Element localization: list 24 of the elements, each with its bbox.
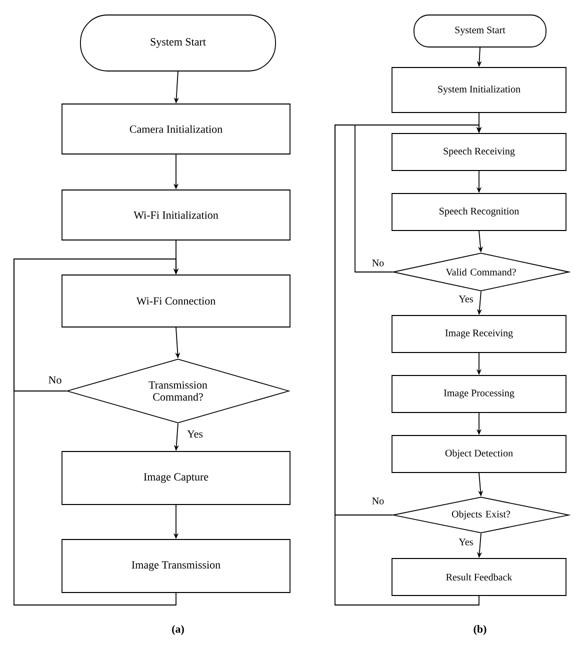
edge-label: No xyxy=(370,496,386,506)
process-box: Wi-Fi Initialization xyxy=(62,190,290,240)
edge-label: Yes xyxy=(186,429,204,439)
process-box: Speech Recognition xyxy=(392,193,566,231)
process-box: Result Feedback xyxy=(392,558,566,596)
edge-label: Yes xyxy=(458,294,474,304)
process-box: Object Detection xyxy=(392,435,566,473)
process-box: Image Capture xyxy=(62,451,290,505)
edge-label: No xyxy=(47,375,63,385)
process-box: Image Processing xyxy=(392,375,566,413)
edge-label: No xyxy=(370,258,386,268)
panel-label: (b) xyxy=(474,625,486,635)
terminal-box: System Start xyxy=(414,14,546,48)
panel-label: (a) xyxy=(172,625,184,635)
process-box: Image Transmission xyxy=(62,539,290,593)
process-box: Wi-Fi Connection xyxy=(62,274,290,328)
arrow xyxy=(334,124,482,606)
process-box: Speech Receiving xyxy=(392,133,566,171)
edge-label: Yes xyxy=(458,538,474,546)
process-box: System Initialization xyxy=(392,67,566,113)
arrow xyxy=(14,258,179,392)
terminal-box: System Start xyxy=(80,14,276,72)
process-box: Image Receiving xyxy=(392,315,566,353)
process-box: Camera Initialization xyxy=(62,104,290,154)
